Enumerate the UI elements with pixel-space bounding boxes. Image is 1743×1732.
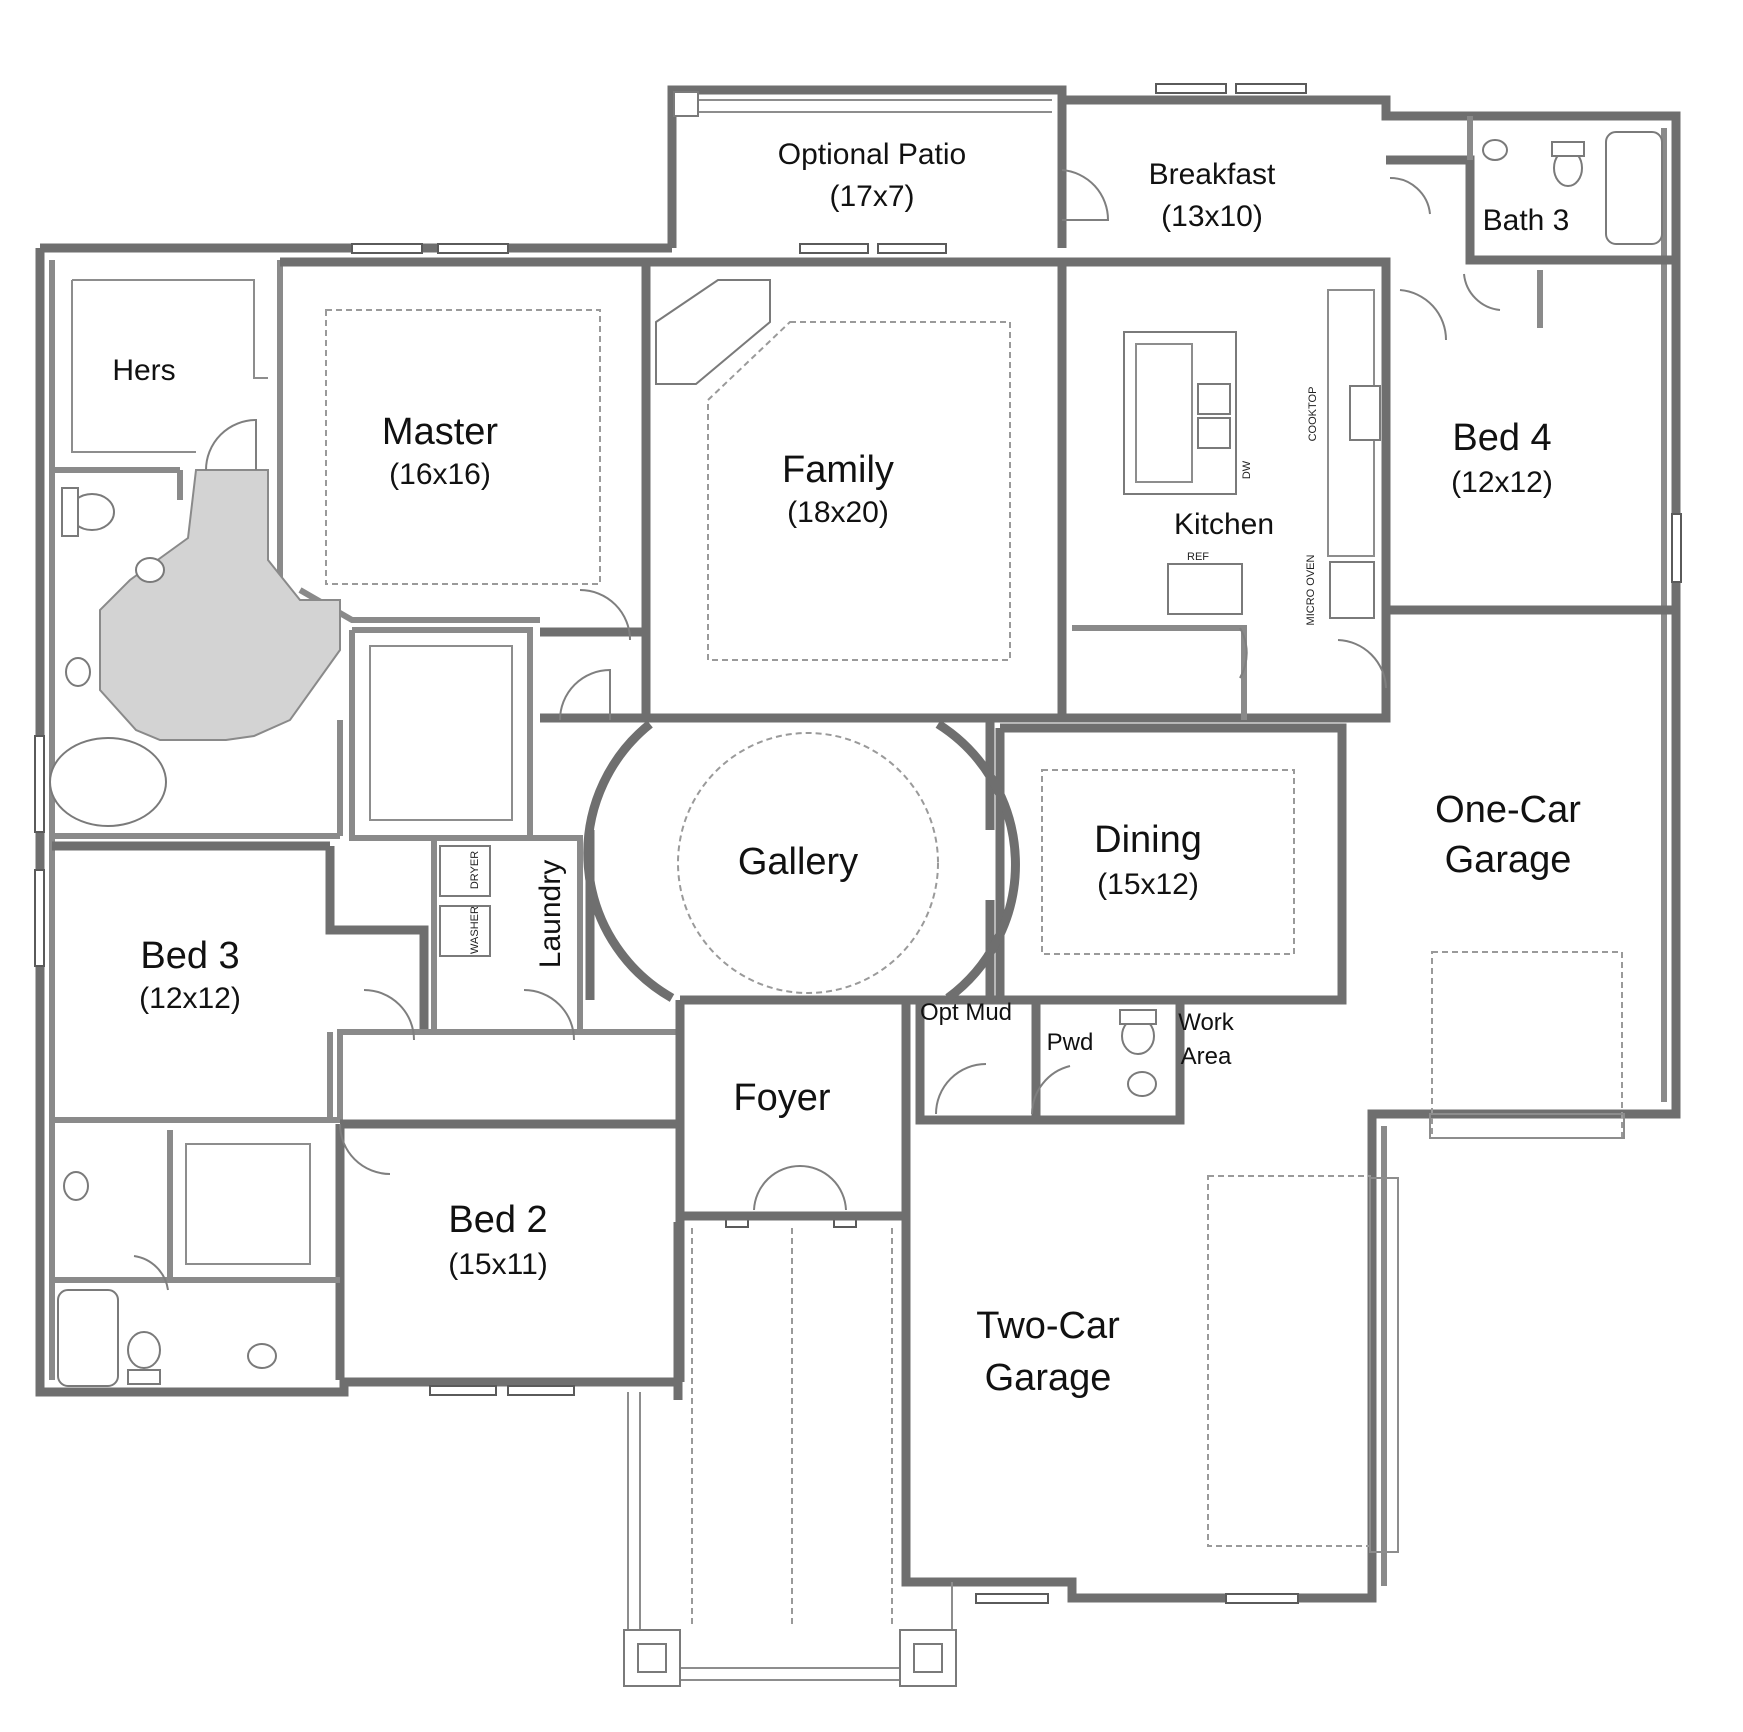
room-name-bed3: Bed 3 <box>140 935 239 977</box>
label-washer: WASHER <box>469 906 481 954</box>
room-name-two-car-line2: Garage <box>985 1357 1112 1399</box>
room-labels: Optional Patio (17x7) Breakfast (13x10) … <box>112 138 1581 1399</box>
room-name-kitchen: Kitchen <box>1174 508 1274 541</box>
room-name-pwd: Pwd <box>1047 1029 1094 1056</box>
room-name-hers: Hers <box>112 354 175 387</box>
label-ref: REF <box>1187 551 1209 563</box>
fixtures <box>49 131 1663 1387</box>
label-dw: DW <box>1241 460 1253 479</box>
ceiling-outlines <box>325 309 1625 1553</box>
label-dryer: DRYER <box>469 851 481 889</box>
room-dim-breakfast: (13x10) <box>1161 200 1263 233</box>
room-name-laundry: Laundry <box>534 860 567 968</box>
room-name-gallery: Gallery <box>738 841 858 883</box>
room-name-work-area-line2: Area <box>1181 1043 1232 1070</box>
room-name-bath3: Bath 3 <box>1483 204 1570 237</box>
doors <box>133 169 1501 1291</box>
gallery-arcs <box>583 720 1020 1002</box>
room-name-patio: Optional Patio <box>778 138 966 171</box>
room-name-bed2: Bed 2 <box>448 1199 547 1241</box>
windows <box>34 83 1682 1604</box>
appliance-labels: DRYER WASHER COOKTOP DW REF MICRO OVEN <box>469 387 1319 954</box>
room-name-one-car-line2: Garage <box>1445 839 1572 881</box>
room-name-work-area-line1: Work <box>1178 1009 1235 1036</box>
room-name-foyer: Foyer <box>733 1077 830 1119</box>
room-name-opt-mud: Opt Mud <box>920 999 1012 1026</box>
room-dim-patio: (17x7) <box>829 180 914 213</box>
room-name-breakfast: Breakfast <box>1149 158 1276 191</box>
room-dim-bed2: (15x11) <box>448 1248 548 1281</box>
room-name-two-car-line1: Two-Car <box>976 1305 1120 1347</box>
room-name-master: Master <box>382 411 498 453</box>
room-name-family: Family <box>782 449 894 491</box>
exterior-walls <box>35 85 1681 1687</box>
room-name-bed4: Bed 4 <box>1452 417 1551 459</box>
room-dim-bed4: (12x12) <box>1451 466 1553 499</box>
room-name-dining: Dining <box>1094 819 1202 861</box>
room-dim-master: (16x16) <box>389 458 491 491</box>
room-dim-family: (18x20) <box>787 496 889 529</box>
room-dim-dining: (15x12) <box>1097 868 1199 901</box>
room-dim-bed3: (12x12) <box>139 982 241 1015</box>
label-micro-oven: MICRO OVEN <box>1305 555 1317 626</box>
label-cooktop: COOKTOP <box>1307 387 1319 442</box>
room-name-one-car-line1: One-Car <box>1435 789 1581 831</box>
